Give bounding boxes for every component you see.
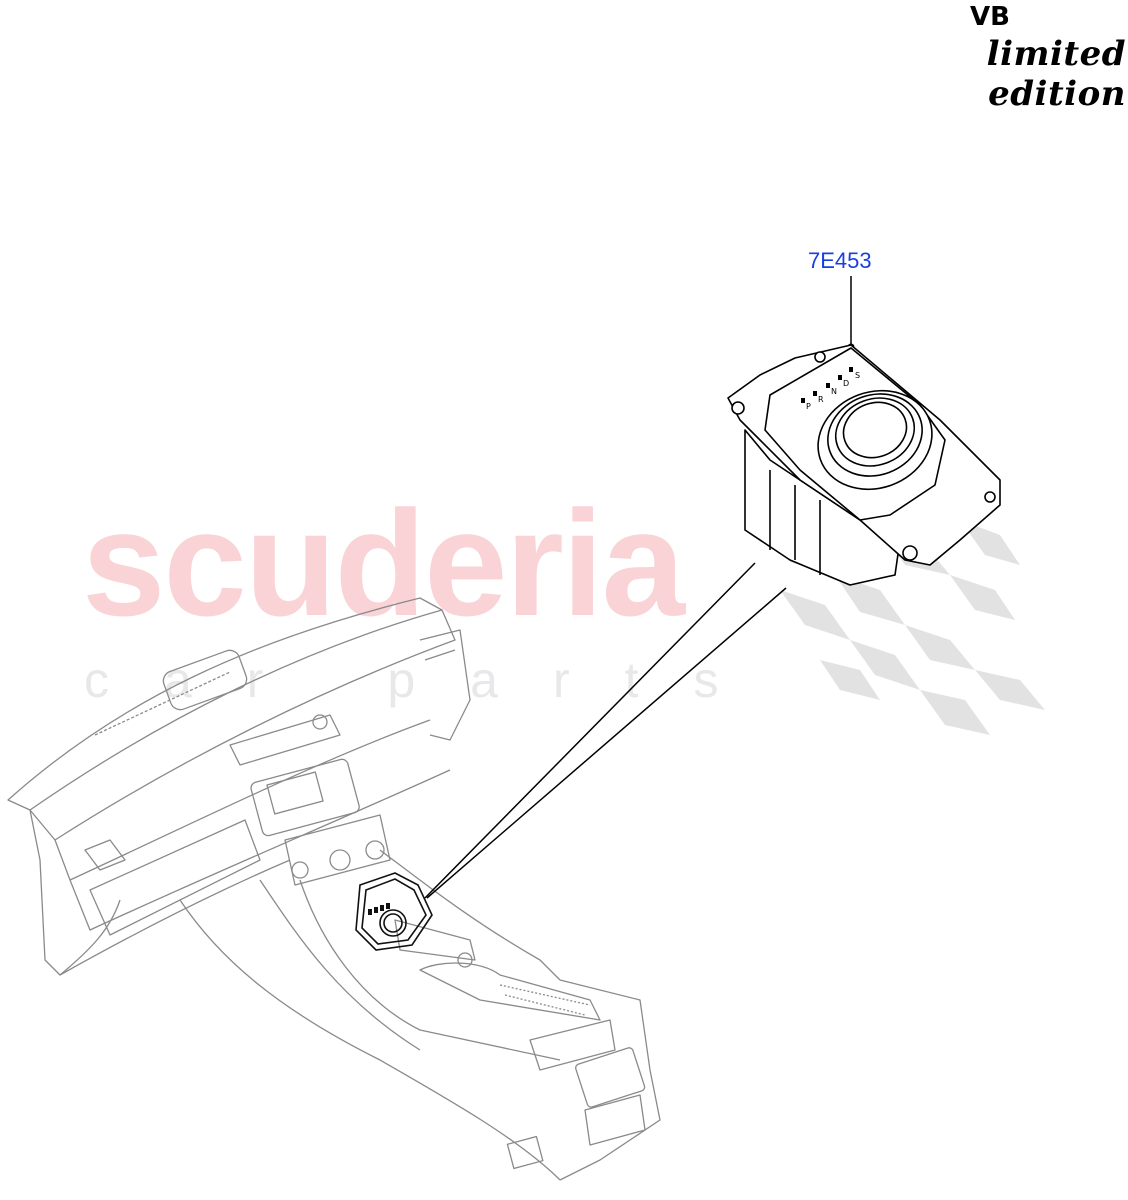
watermark-tagline: car parts (84, 652, 774, 708)
model-code: VB (970, 2, 1010, 32)
svg-text:D: D (843, 379, 849, 388)
part-callout-7e453[interactable]: 7E453 (808, 248, 872, 273)
svg-text:P: P (806, 402, 811, 411)
gear-selector-module (727, 344, 1001, 586)
svg-text:S: S (855, 371, 860, 380)
edition-label: limited edition (986, 34, 1126, 114)
gear-indicator-symbols: P R N D S (801, 367, 860, 411)
svg-text:R: R (818, 395, 824, 404)
svg-text:N: N (831, 387, 837, 396)
watermark-brand: scuderia (82, 479, 685, 647)
